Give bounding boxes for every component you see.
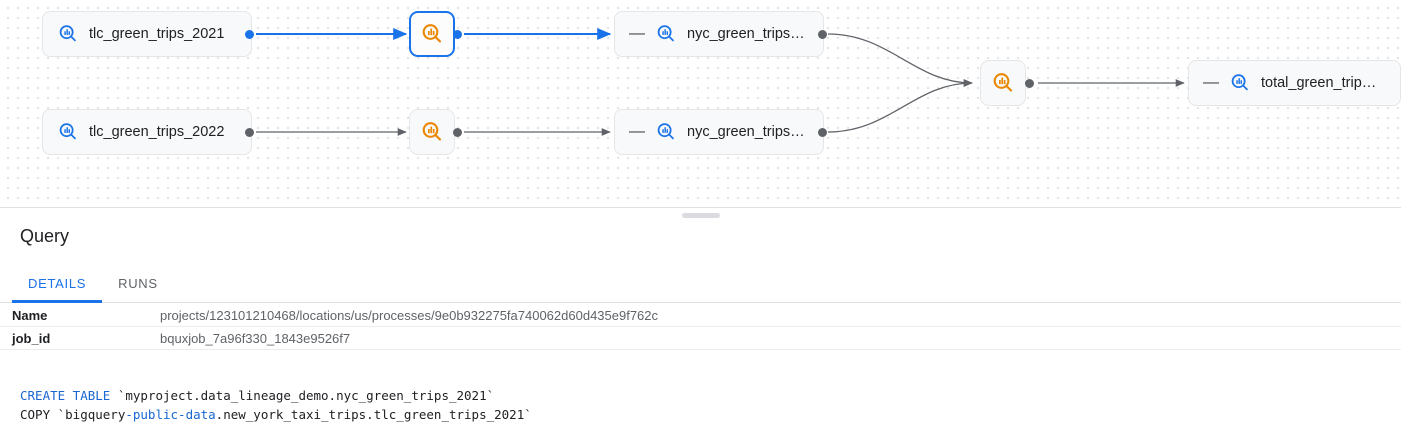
connector-dot-out-merge[interactable]	[1025, 78, 1034, 88]
process-search-icon	[420, 120, 444, 144]
panel-resize-handle[interactable]	[681, 213, 720, 218]
lineage-process-node-selected[interactable]	[409, 11, 455, 57]
detail-value: projects/123101210468/locations/us/proce…	[160, 307, 659, 323]
collapse-icon[interactable]: —	[1203, 74, 1219, 91]
sql-line2-prefix: COPY `bigquery	[20, 407, 126, 422]
tab-runs[interactable]: RUNS	[118, 276, 158, 291]
lineage-process-node-merge[interactable]	[980, 60, 1026, 106]
detail-value: bquxjob_7a96f330_1843e9526f7	[160, 330, 351, 346]
connector-dot-out-nyc2021[interactable]	[818, 29, 827, 39]
lineage-node-label: tlc_green_trips_2021	[89, 26, 225, 42]
data-search-icon	[655, 23, 677, 45]
process-search-icon	[991, 71, 1015, 95]
connector-dot-out-nyc2022[interactable]	[818, 127, 827, 137]
connector-dot-out-proc1[interactable]	[453, 29, 462, 39]
lineage-node-tlc-green-trips-2022[interactable]: tlc_green_trips_2022	[42, 109, 252, 155]
collapse-icon[interactable]: —	[629, 123, 645, 140]
collapse-icon[interactable]: —	[629, 25, 645, 42]
connector-dot-out-src2021[interactable]	[245, 29, 254, 39]
lineage-node-nyc-green-trips-2021[interactable]: — nyc_green_trips…	[614, 11, 824, 57]
sql-code-block: CREATE TABLE `myproject.data_lineage_dem…	[0, 374, 1401, 422]
data-search-icon	[1229, 72, 1251, 94]
sql-line2-suffix: .new_york_taxi_trips.tlc_green_trips_202…	[215, 407, 532, 422]
data-search-icon	[57, 23, 79, 45]
lineage-process-node-2[interactable]	[409, 109, 455, 155]
lineage-node-label: tlc_green_trips_2022	[89, 124, 225, 140]
lineage-node-label: nyc_green_trips…	[687, 26, 805, 42]
sql-keyword-create-table: CREATE TABLE	[20, 388, 111, 403]
lineage-node-label: nyc_green_trips…	[687, 124, 805, 140]
data-search-icon	[655, 121, 677, 143]
panel-tabs: DETAILS RUNS	[0, 265, 1401, 303]
details-panel: Query DETAILS RUNS Name projects/1231012…	[0, 207, 1401, 422]
data-search-icon	[57, 121, 79, 143]
lineage-node-tlc-green-trips-2021[interactable]: tlc_green_trips_2021	[42, 11, 252, 57]
panel-title: Query	[20, 226, 70, 246]
process-search-icon	[420, 22, 444, 46]
lineage-canvas[interactable]: tlc_green_trips_2021 tlc_green_trips_202…	[0, 0, 1401, 207]
tab-details[interactable]: DETAILS	[12, 265, 103, 303]
lineage-node-label: total_green_trip…	[1261, 75, 1377, 91]
detail-row-job-id: job_id bquxjob_7a96f330_1843e9526f7	[0, 327, 1401, 350]
detail-key: Name	[12, 307, 48, 323]
lineage-node-total-green-trips[interactable]: — total_green_trip…	[1188, 60, 1401, 106]
detail-row-name: Name projects/123101210468/locations/us/…	[0, 304, 1401, 327]
sql-line1-identifier: `myproject.data_lineage_demo.nyc_green_t…	[110, 388, 495, 403]
detail-key: job_id	[12, 330, 51, 346]
connector-dot-out-proc2[interactable]	[453, 127, 462, 137]
lineage-node-nyc-green-trips-2022[interactable]: — nyc_green_trips…	[614, 109, 824, 155]
connector-dot-out-src2022[interactable]	[245, 127, 254, 137]
sql-keyword-public-data: -public-data	[125, 407, 216, 422]
